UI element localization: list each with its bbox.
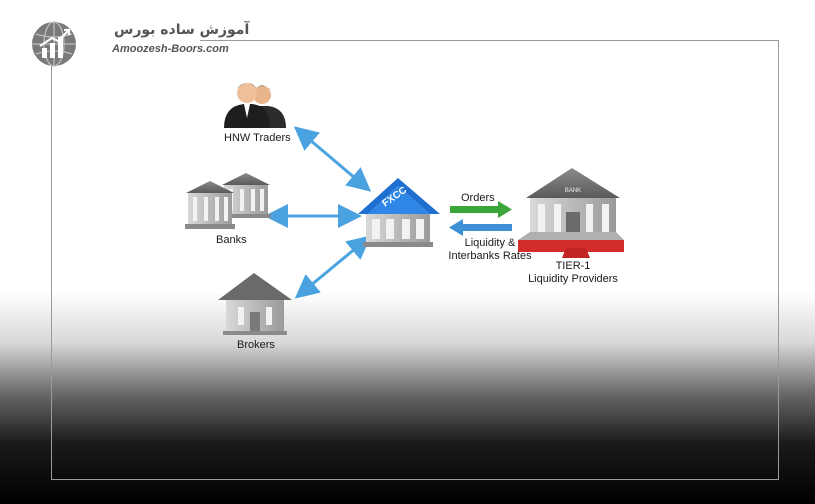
liquidity-label-line1: Liquidity & bbox=[464, 237, 516, 249]
content-frame bbox=[51, 40, 779, 480]
tier1-roof-label: BANK bbox=[565, 188, 581, 194]
frame-gap bbox=[40, 30, 200, 52]
fxcc-icon bbox=[358, 178, 440, 247]
orders-label: Orders bbox=[461, 192, 495, 204]
banks-label: Banks bbox=[216, 234, 247, 246]
brokers-label: Brokers bbox=[237, 339, 275, 351]
arrow-brokers-fxcc bbox=[294, 235, 372, 299]
hnw-traders-label: HNW Traders bbox=[224, 132, 291, 144]
tier1-label-line2: Liquidity Providers bbox=[528, 273, 618, 285]
brand-name-fa: آموزش ساده بورس bbox=[114, 22, 250, 38]
brokers-icon bbox=[218, 273, 292, 335]
tier1-label-line1: TIER-1 bbox=[555, 260, 591, 272]
liquidity-label-line2: Interbanks Rates bbox=[448, 250, 532, 262]
banks-icon bbox=[185, 173, 271, 229]
liquidity-arrow bbox=[449, 219, 512, 236]
traders-icon bbox=[224, 83, 286, 128]
globe-chart-icon bbox=[32, 21, 76, 67]
brand-logo: آموزش ساده بورس Amoozesh-Boors.com bbox=[30, 20, 249, 68]
arrow-hnw-fxcc bbox=[293, 126, 372, 192]
brand-site: Amoozesh-Boors.com bbox=[112, 43, 229, 55]
tier1-bank-icon bbox=[518, 168, 624, 258]
orders-arrow bbox=[450, 201, 512, 218]
